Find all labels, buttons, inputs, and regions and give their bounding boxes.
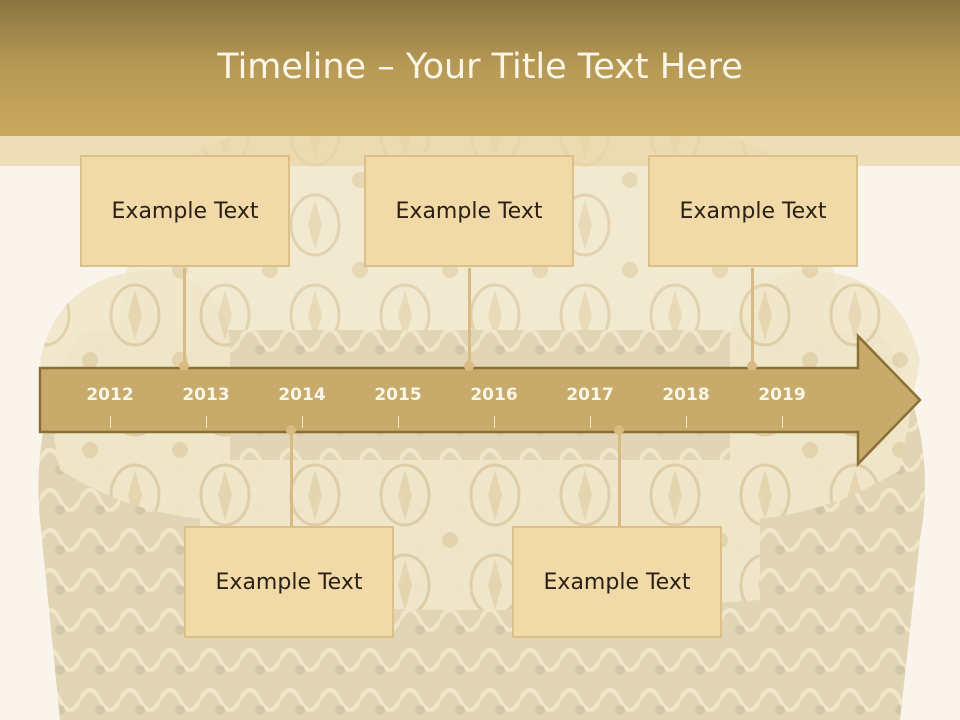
year-tick — [782, 416, 783, 428]
connector-line-top-1 — [183, 268, 186, 366]
title-bar — [0, 0, 960, 136]
year-tick — [110, 416, 111, 428]
connector-dot-top-2 — [464, 361, 474, 371]
connector-dot-bottom-1 — [286, 425, 296, 435]
event-box-bottom-2[interactable]: Example Text — [512, 526, 722, 638]
year-label-2019[interactable]: 2019 — [758, 385, 806, 405]
year-label-2016[interactable]: 2016 — [470, 385, 518, 405]
year-tick — [590, 416, 591, 428]
connector-line-bottom-2 — [618, 432, 621, 528]
year-label-2018[interactable]: 2018 — [662, 385, 710, 405]
event-box-top-1[interactable]: Example Text — [80, 155, 290, 267]
year-tick — [302, 416, 303, 428]
connector-dot-top-1 — [179, 361, 189, 371]
year-label-2015[interactable]: 2015 — [374, 385, 422, 405]
year-label-2013[interactable]: 2013 — [182, 385, 230, 405]
connector-line-bottom-1 — [290, 432, 293, 528]
event-box-bottom-1[interactable]: Example Text — [184, 526, 394, 638]
event-box-top-3[interactable]: Example Text — [648, 155, 858, 267]
connector-line-top-3 — [751, 268, 754, 366]
year-tick — [206, 416, 207, 428]
year-label-2017[interactable]: 2017 — [566, 385, 614, 405]
slide-title[interactable]: Timeline – Your Title Text Here — [217, 47, 743, 87]
year-tick — [398, 416, 399, 428]
year-tick — [686, 416, 687, 428]
event-box-top-2[interactable]: Example Text — [364, 155, 574, 267]
connector-dot-top-3 — [747, 361, 757, 371]
year-label-2014[interactable]: 2014 — [278, 385, 326, 405]
connector-dot-bottom-2 — [614, 425, 624, 435]
connector-line-top-2 — [468, 268, 471, 366]
year-label-2012[interactable]: 2012 — [86, 385, 134, 405]
year-tick — [494, 416, 495, 428]
